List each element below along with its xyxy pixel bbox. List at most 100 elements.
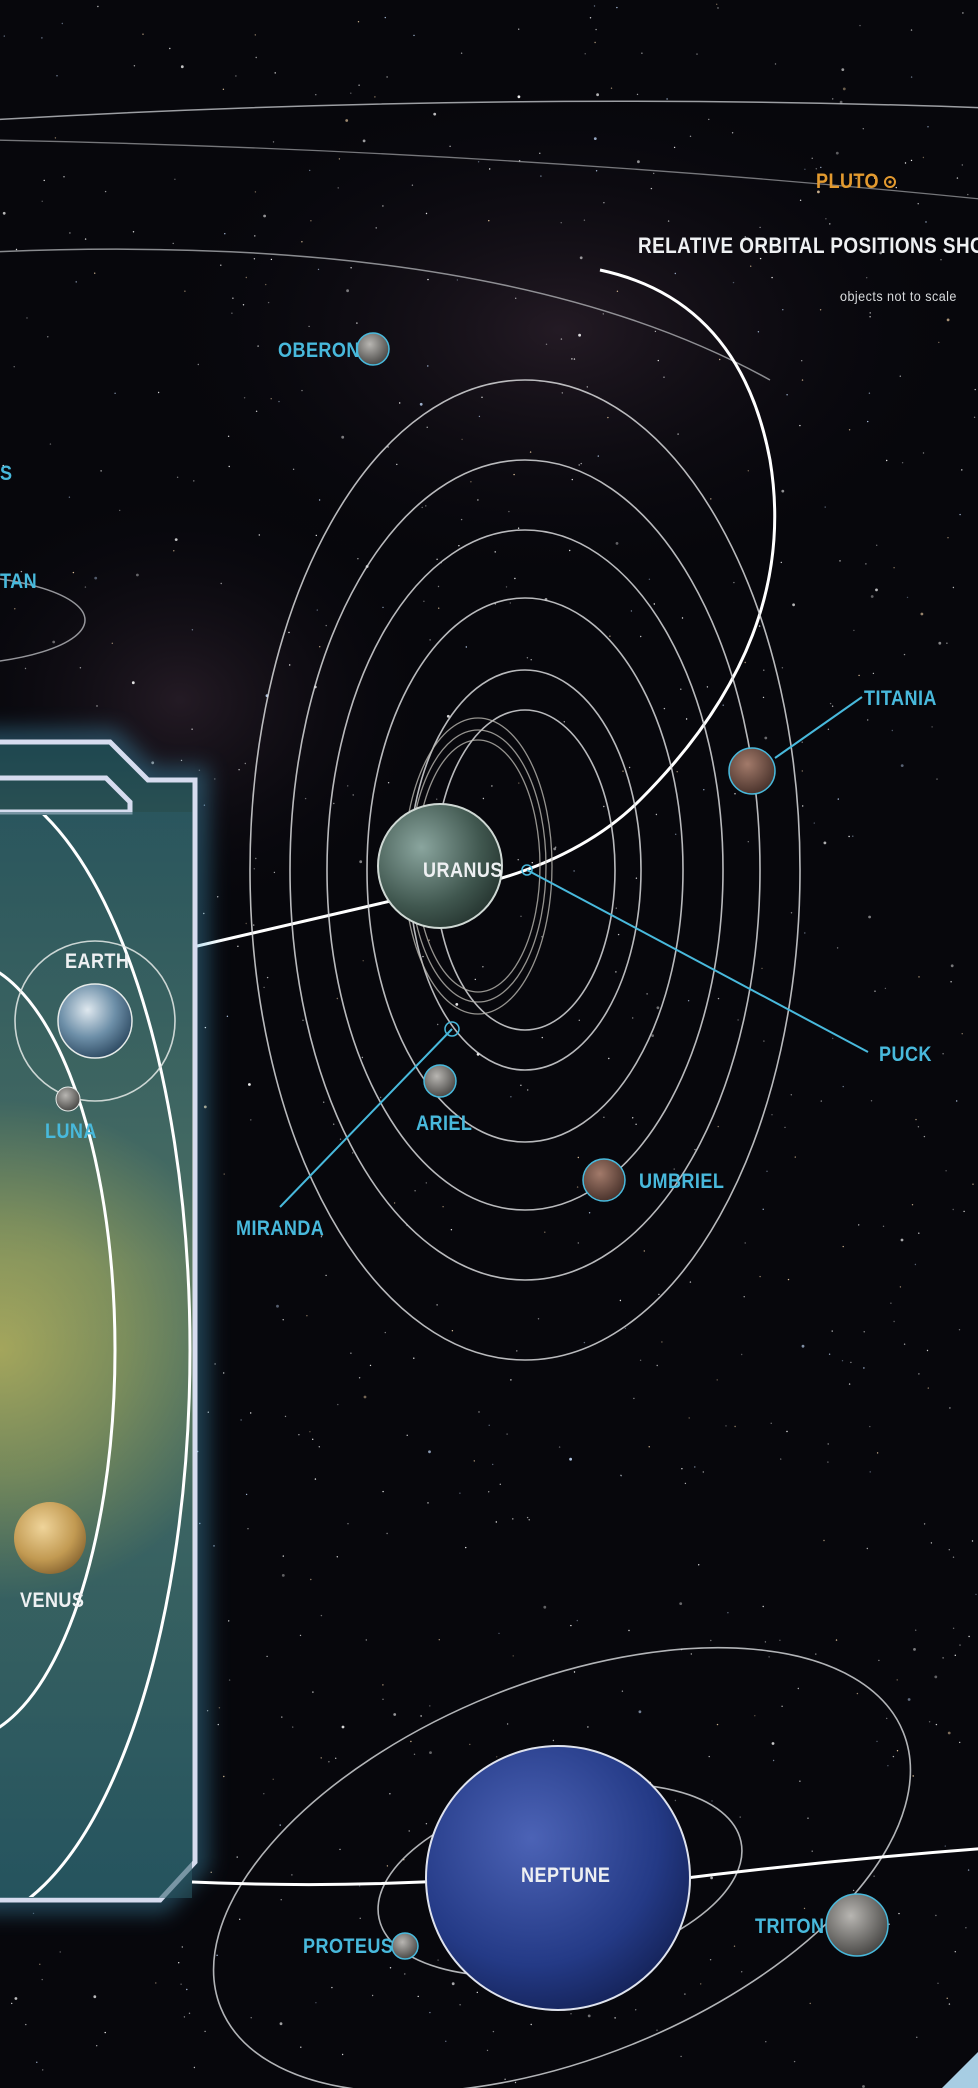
star [514,577,516,580]
star [870,595,874,598]
star [413,34,415,37]
star [643,1250,645,1252]
venus-label: VENUS [20,1589,85,1612]
star [319,646,321,648]
star [389,1793,391,1795]
star [952,586,955,589]
star [680,2055,682,2058]
star [26,317,28,319]
star [694,1466,696,1468]
star [298,1434,300,1436]
star [96,705,98,707]
star [183,2016,186,2018]
star [946,1997,948,2000]
star [350,1352,352,1354]
star [155,1982,157,1984]
star [423,600,425,602]
star [874,177,876,179]
star [747,470,749,472]
star [635,1123,637,1126]
star [716,1723,719,1726]
star [862,128,864,130]
star [279,1824,281,1826]
star [807,1817,809,1819]
star [529,451,532,453]
star [512,1518,514,1520]
star [630,610,633,612]
star [552,1739,555,1742]
star [473,1460,475,1462]
star [227,435,230,437]
star [759,226,761,229]
star [580,462,582,465]
titania-moon [728,747,776,795]
star [875,588,878,592]
star [761,967,763,970]
star [363,1395,367,1399]
star [689,135,692,137]
star [356,322,358,324]
star [489,168,491,170]
star [609,635,611,637]
star [700,1983,702,1985]
star [971,1540,974,1542]
star [926,1349,929,1352]
star [927,1387,929,1389]
star [708,1755,710,1758]
umbriel-moon [582,1158,626,1202]
star [289,664,291,666]
star [362,139,366,143]
star [961,164,963,166]
star [596,93,599,97]
star [315,534,317,537]
star [914,1263,917,1266]
star [614,2017,616,2019]
star [918,1373,920,1375]
star [938,341,940,344]
star [910,692,912,695]
star [226,1015,229,1017]
miranda-leader-line [279,1028,453,1208]
star [820,1100,822,1102]
uranus-main-orbit [179,268,777,952]
star [922,452,925,454]
star [829,702,832,705]
ariel-label: ARIEL [416,1112,473,1135]
star [891,729,893,732]
star [25,2023,27,2026]
star [274,72,276,74]
star [694,1148,696,1151]
star [620,1474,622,1477]
triton-orbit [212,1646,912,2088]
star [615,907,617,909]
earth-label: EARTH [65,950,130,973]
star [429,2011,431,2014]
star [859,24,861,27]
star [345,119,349,122]
star [516,1350,518,1352]
star [975,1593,977,1596]
star [781,489,785,493]
star [577,1156,579,1159]
star [848,1383,851,1385]
star [460,518,463,521]
star [754,1715,756,1717]
star [918,1232,920,1234]
star [272,141,275,143]
star [258,534,260,536]
star [935,1723,938,1726]
star [220,264,222,266]
star [352,794,354,796]
star [867,420,869,423]
star [272,1778,274,1781]
star [587,2014,591,2018]
star [250,2017,252,2019]
star [946,318,950,322]
star [899,375,901,377]
star [893,1320,895,1323]
star [774,63,777,65]
star [357,558,359,560]
star [39,1963,41,1966]
star [481,396,483,398]
star [504,2078,506,2080]
